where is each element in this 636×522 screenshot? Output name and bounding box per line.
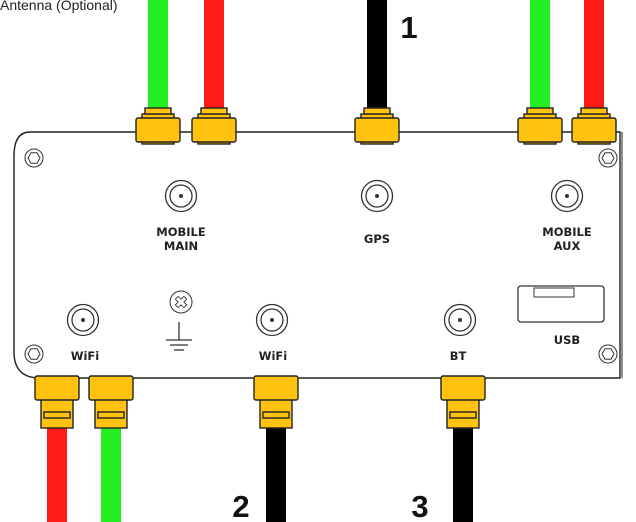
cable-wifi-center-black xyxy=(266,412,286,522)
port-labels: MOBILE MAIN GPS MOBILE AUX WiFi WiFi BT … xyxy=(71,225,592,363)
callouts: 1 2 3 xyxy=(232,10,428,522)
sma-port-icon xyxy=(164,179,198,213)
label-bt: BT xyxy=(450,349,467,363)
mounting-screws xyxy=(24,148,618,364)
cable-wifi-left-green xyxy=(101,412,121,522)
label-usb: USB xyxy=(554,333,580,347)
cable-mobile-main-red xyxy=(204,0,224,112)
cable-mobile-aux-green xyxy=(530,0,550,112)
connector-mobile-main-green xyxy=(135,107,181,145)
connector-wifi-center xyxy=(253,375,299,429)
screw-icon xyxy=(598,148,618,168)
label-gps: GPS xyxy=(364,232,390,246)
callout-2-wifi: 2 xyxy=(232,489,249,522)
label-mobile-main-line2: MAIN xyxy=(164,239,198,253)
label-wifi-left: WiFi xyxy=(71,349,99,363)
label-mobile-aux-line1: MOBILE xyxy=(542,225,592,239)
sma-port-icon xyxy=(550,179,584,213)
panel-outline xyxy=(13,131,621,379)
connector-wifi-left-green xyxy=(88,375,134,429)
ground-screw-icon xyxy=(169,290,193,314)
cable-bt-black xyxy=(453,412,473,522)
connector-gps xyxy=(354,107,400,145)
sma-port-icon xyxy=(255,303,289,337)
bottom-cables xyxy=(47,412,473,522)
usb-port-icon xyxy=(517,285,605,323)
callout-1-gps: 1 xyxy=(400,10,417,45)
sma-port-icon xyxy=(443,303,477,337)
cable-gps-black xyxy=(367,0,387,112)
connector-mobile-aux-red xyxy=(571,107,617,145)
screw-icon xyxy=(598,344,618,364)
label-mobile-main-line1: MOBILE xyxy=(156,225,206,239)
cable-wifi-left-red xyxy=(47,412,67,522)
connector-mobile-aux-green xyxy=(517,107,563,145)
connectors xyxy=(34,107,617,429)
top-cables xyxy=(148,0,604,112)
label-mobile-aux-line2: AUX xyxy=(554,239,581,253)
connector-mobile-main-red xyxy=(191,107,237,145)
callout-3-bt: 3 xyxy=(411,489,428,522)
cable-mobile-main-green xyxy=(148,0,168,112)
cable-mobile-aux-red xyxy=(584,0,604,112)
sma-ports xyxy=(66,179,584,337)
device-panel xyxy=(13,131,623,379)
sma-port-icon xyxy=(66,303,100,337)
ground-icon xyxy=(166,322,192,351)
screw-icon xyxy=(24,344,44,364)
connector-wifi-left-red xyxy=(34,375,80,429)
connector-bt xyxy=(440,375,486,429)
sma-port-icon xyxy=(360,179,394,213)
screw-icon xyxy=(24,148,44,168)
label-wifi-center: WiFi xyxy=(259,349,287,363)
antenna-optional-caption: Antenna (Optional) xyxy=(0,0,118,13)
